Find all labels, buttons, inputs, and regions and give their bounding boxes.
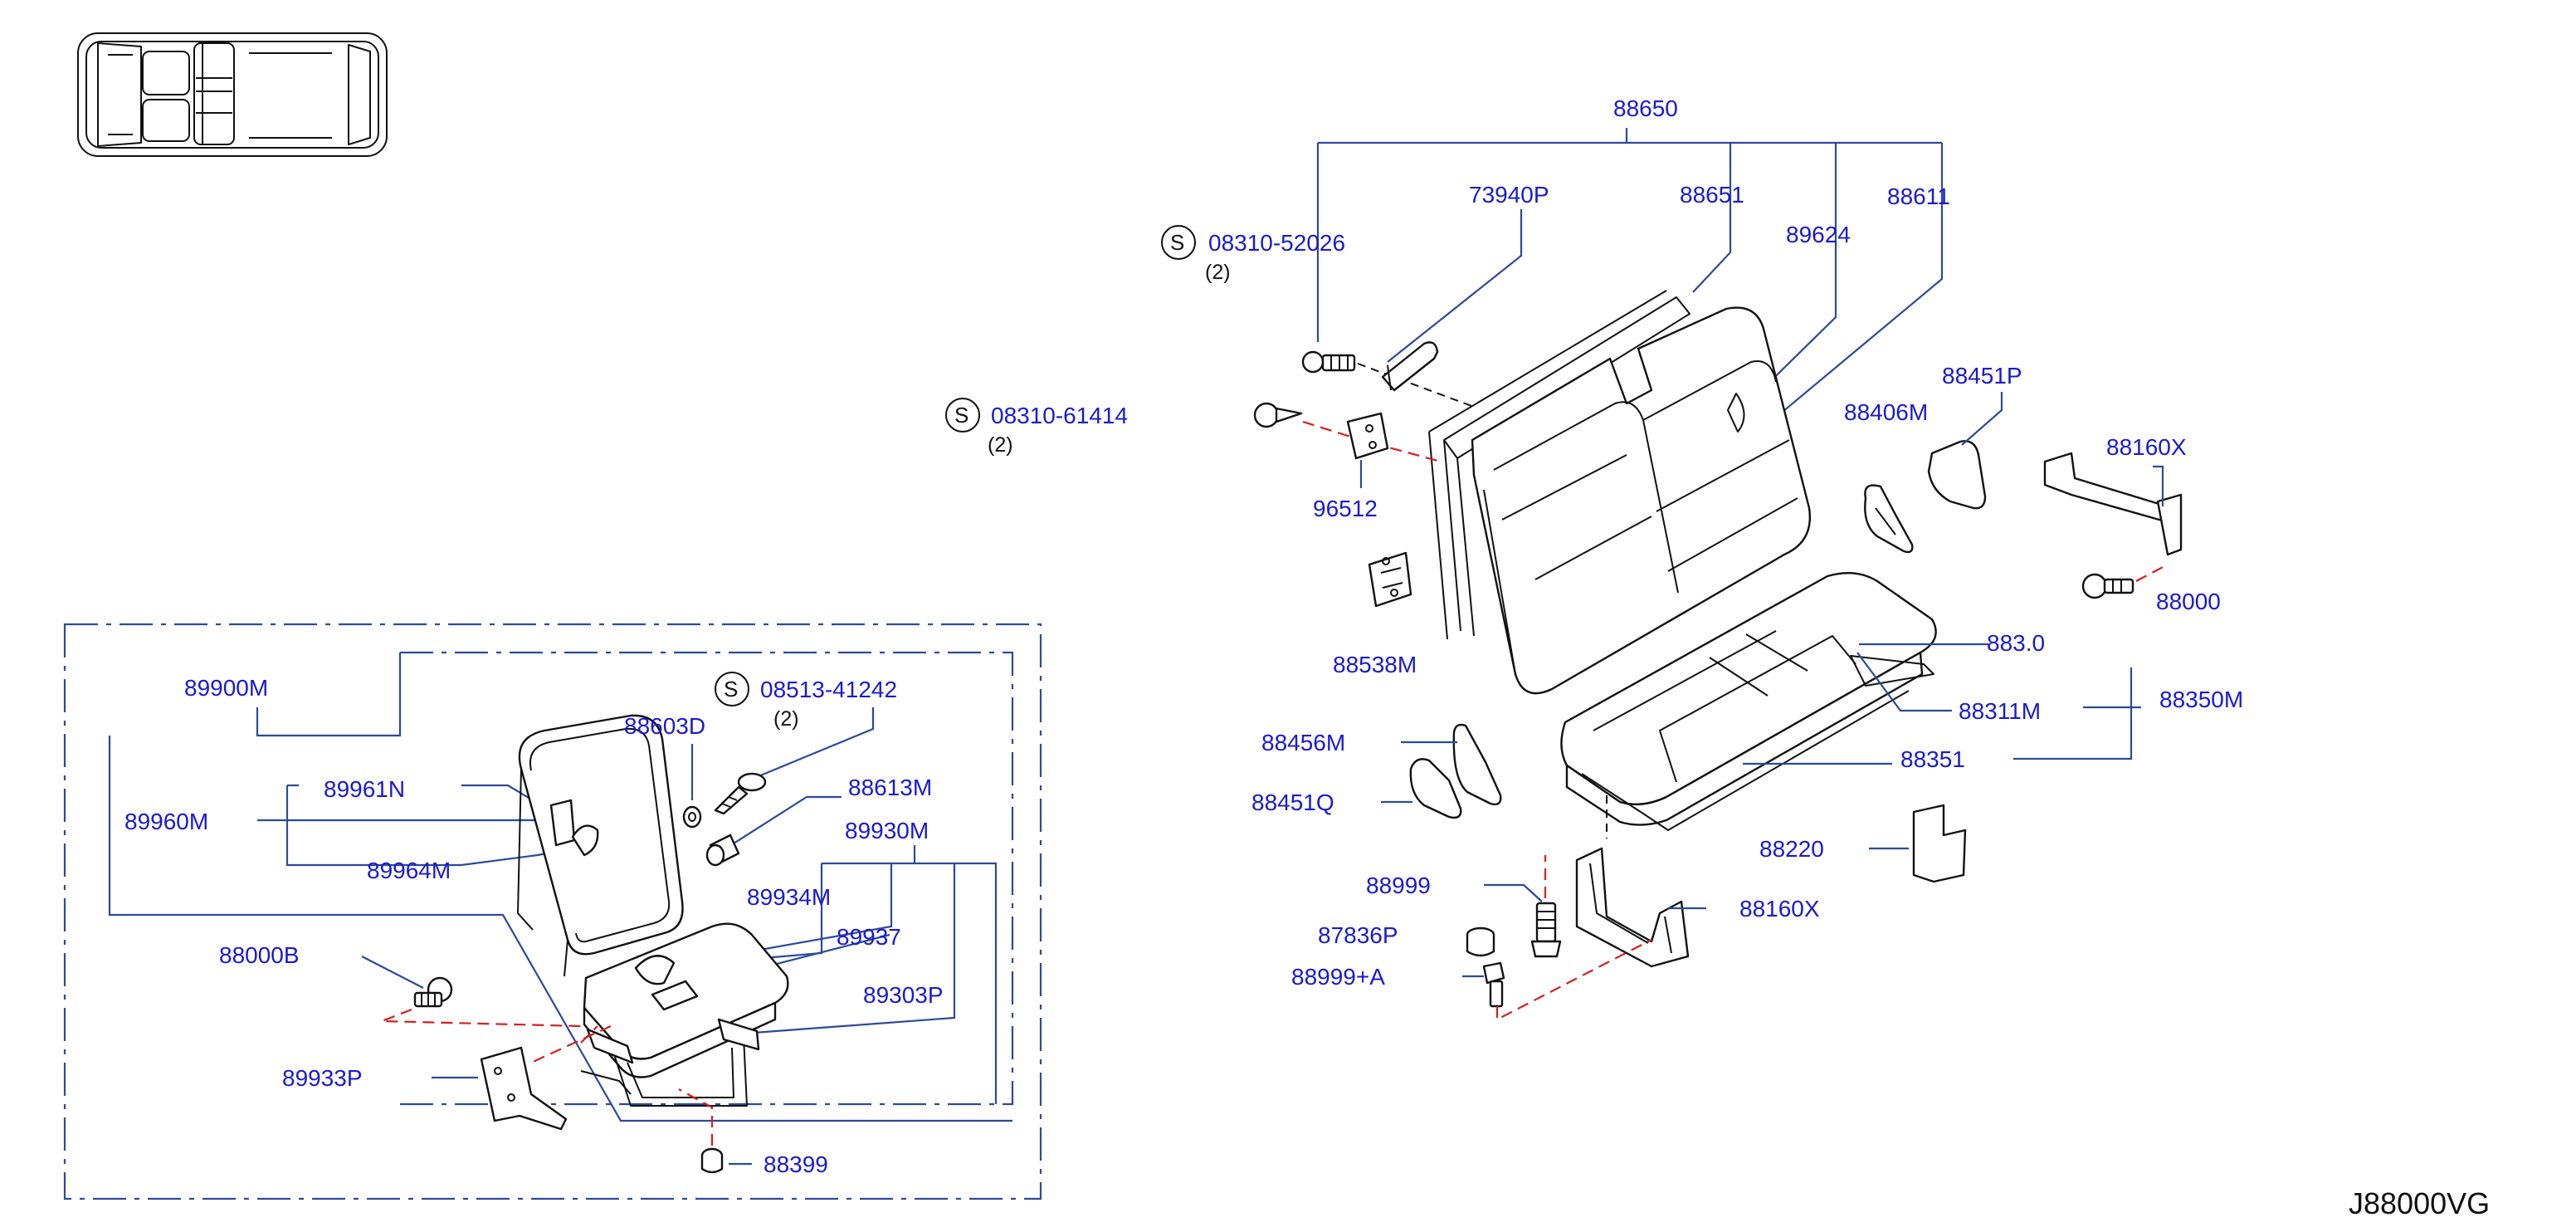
cushion-connections <box>1606 643 2141 838</box>
callout-88220: 88220 <box>1759 836 1824 862</box>
hinge-88538M <box>1368 551 1412 608</box>
screw-08310-61414 <box>1253 402 1442 463</box>
callout-08310-61414: 08310-61414 <box>991 403 1128 428</box>
cover-88406M <box>1864 484 1914 554</box>
callout-89900M: 89900M <box>184 675 268 701</box>
callout-88456M: 88456M <box>1261 730 1345 755</box>
bracket-96512 <box>1346 412 1389 460</box>
seat-cushion <box>1560 572 1937 831</box>
callout-87836P: 87836P <box>1318 922 1398 948</box>
callout-89937: 89937 <box>837 924 901 950</box>
diagram-code: J88000VG <box>2349 1186 2490 1220</box>
symbol-08310-61414: S <box>954 403 968 428</box>
callout-89933P: 89933P <box>282 1065 363 1091</box>
jump-seat-frame <box>580 1018 760 1107</box>
callout-88611: 88611 <box>1887 183 1950 209</box>
cover-88220 <box>1869 804 1967 883</box>
callout-96512: 96512 <box>1313 496 1378 521</box>
callout-89961N: 89961N <box>324 776 405 802</box>
callout-88650: 88650 <box>1613 95 1678 121</box>
seat-back-frame <box>1428 290 1690 640</box>
callout-89960M: 89960M <box>124 809 208 834</box>
bolt-08310-52026 <box>1301 350 1475 408</box>
callout-88651: 88651 <box>1680 182 1744 208</box>
cover-88456M <box>1401 723 1502 806</box>
bolt-88999A <box>1462 939 1652 1021</box>
callout-08513-41242: 08513-41242 <box>760 677 897 702</box>
callout-88451Q: 88451Q <box>1251 790 1334 815</box>
screw-88000 <box>2081 564 2169 599</box>
standard-part-symbol <box>1161 225 1196 260</box>
callout-88399: 88399 <box>764 1151 828 1177</box>
qty-08310-61414: (2) <box>988 433 1013 457</box>
callout-89964M: 89964M <box>367 858 451 883</box>
frame-outer <box>63 623 1042 1200</box>
qty-08513-41242: (2) <box>773 707 799 731</box>
bolt-88999 <box>1484 855 1562 958</box>
leaders-88650 <box>1265 128 1944 488</box>
callout-88406M: 88406M <box>1844 399 1928 425</box>
washer-88603D <box>682 805 702 829</box>
vehicle-location-icon <box>77 32 388 157</box>
callout-88000B: 88000B <box>219 942 300 968</box>
bracket-88160X-top <box>2043 452 2183 556</box>
callout-88350M: 88350M <box>2159 687 2243 712</box>
callout-88160X-bottom: 88160X <box>1739 896 1820 922</box>
cover-88451Q <box>1381 758 1462 819</box>
seat-back <box>1471 306 1812 695</box>
callout-89303P: 89303P <box>863 982 944 1008</box>
bolt-88000B <box>381 976 612 1063</box>
callout-88310: 883.0 <box>1987 630 2045 656</box>
symbol-08310-52026: S <box>1170 230 1184 255</box>
callout-88311M: 88311M <box>1959 698 2041 724</box>
bracket-88160X-bottom <box>1575 847 1706 968</box>
callout-73940P: 73940P <box>1469 182 1549 208</box>
callout-88451P: 88451P <box>1942 363 2022 389</box>
callout-88160X-top: 88160X <box>2106 434 2187 460</box>
callout-88000: 88000 <box>2156 589 2221 614</box>
callout-88999A: 88999+A <box>1291 964 1385 990</box>
callout-88603D: 88603D <box>624 713 705 739</box>
callout-89624: 89624 <box>1786 222 1851 247</box>
callout-88351: 88351 <box>1900 746 1965 772</box>
callout-labels: 88650 73940P 88651 89624 88611 S 08310-5… <box>124 95 2243 1177</box>
standard-part-symbol <box>715 672 749 706</box>
callout-89930M: 89930M <box>845 818 929 843</box>
callout-08310-52026: 08310-52026 <box>1208 230 1345 256</box>
standard-part-symbol <box>945 398 980 433</box>
callout-89934M: 89934M <box>747 884 831 910</box>
qty-08310-52026: (2) <box>1205 261 1231 284</box>
symbol-08513-41242: S <box>724 677 738 702</box>
clip-73940P <box>1381 341 1439 392</box>
cover-88451P <box>1927 392 2003 510</box>
callout-88613M: 88613M <box>848 775 932 800</box>
screw-08513-41242 <box>714 772 767 815</box>
cap-87836P <box>1466 926 1495 957</box>
callout-88999: 88999 <box>1366 873 1431 898</box>
cap-88613M <box>705 834 740 867</box>
cap-88399 <box>678 1088 724 1174</box>
bracket-89933P <box>480 1025 598 1131</box>
callout-88538M: 88538M <box>1333 652 1417 677</box>
jump-seat-back <box>517 714 684 977</box>
